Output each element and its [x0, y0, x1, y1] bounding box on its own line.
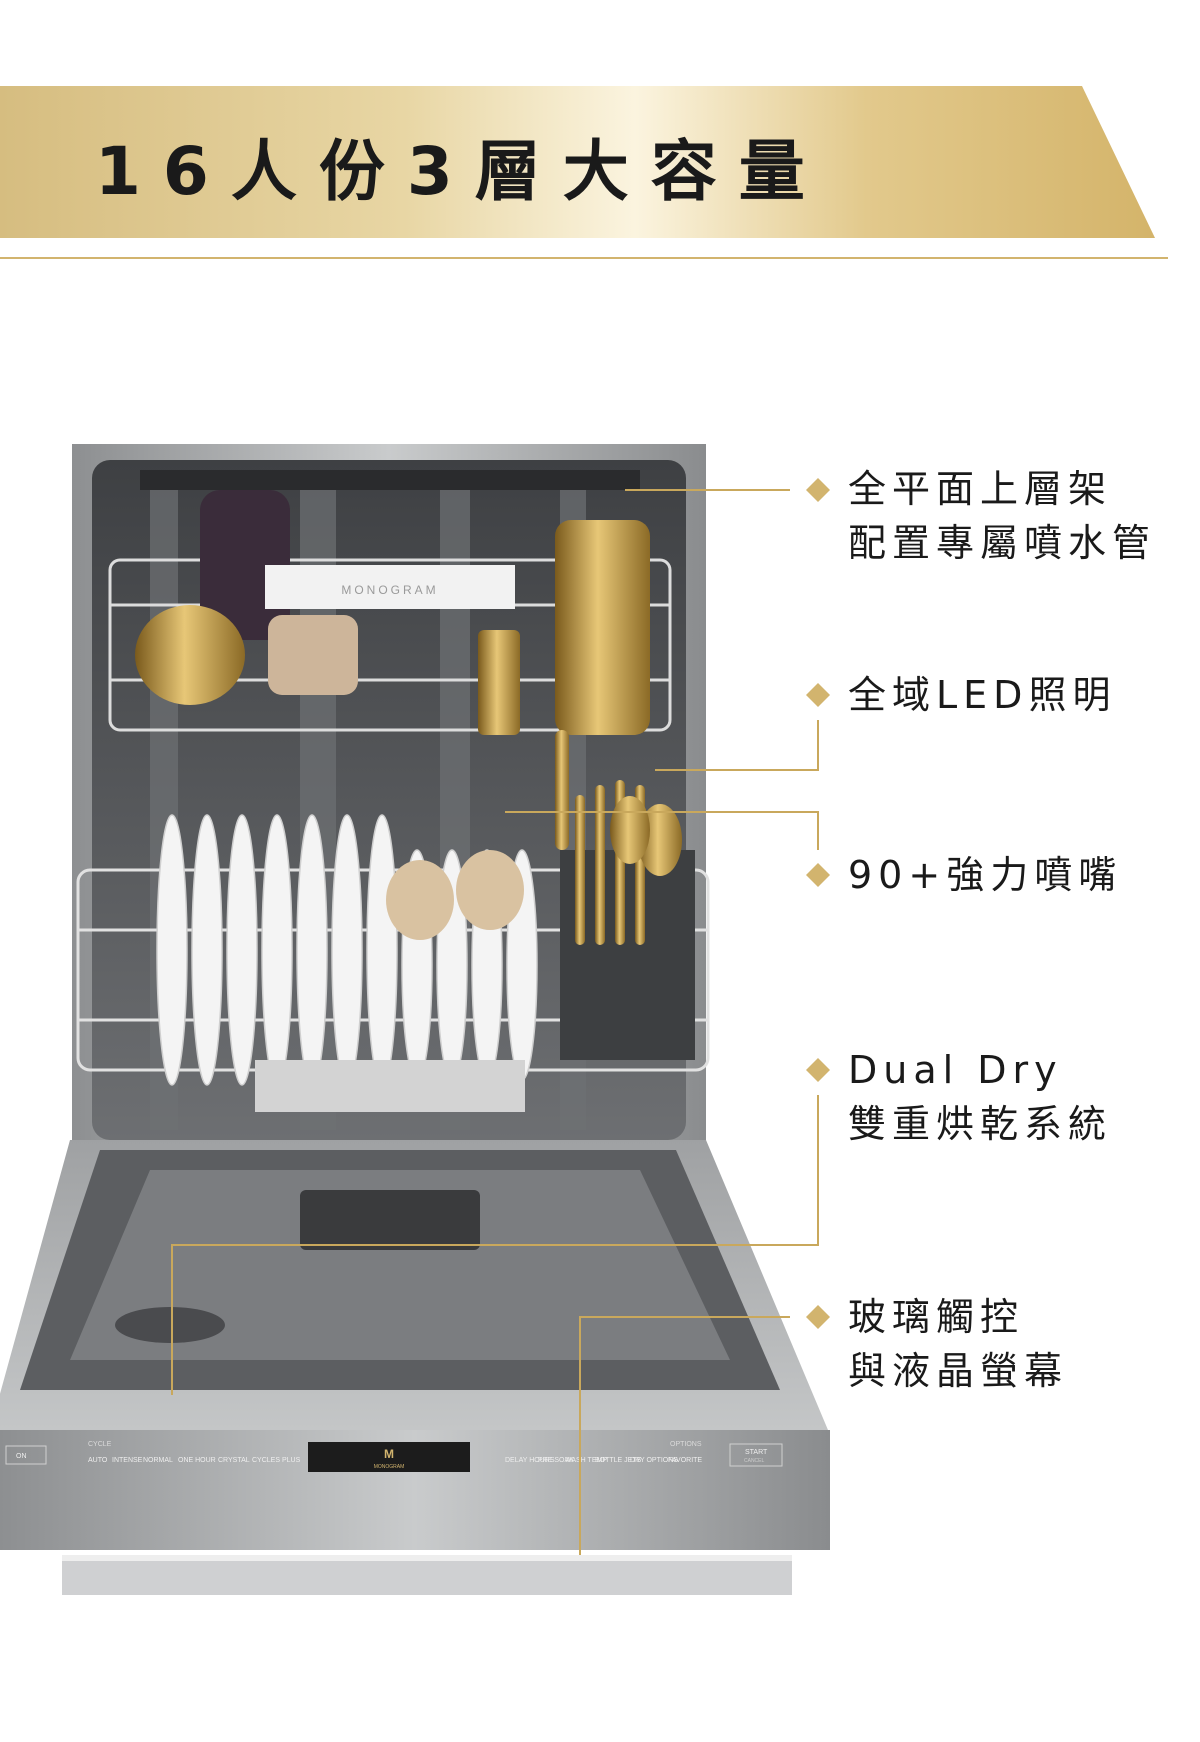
cancel-label[interactable]: CANCEL: [744, 1458, 765, 1464]
bowl: [456, 850, 524, 930]
detergent-dispenser: [300, 1190, 480, 1250]
cup: [268, 615, 358, 695]
display-brand: MONOGRAM: [374, 1464, 405, 1470]
rack-brand-plate: [265, 565, 515, 609]
feature-upper-rack: 全平面上層架 配置專屬噴水管: [848, 462, 1156, 570]
cycle-header: CYCLE: [88, 1441, 112, 1448]
feature-line: 全域LED照明: [848, 673, 1117, 717]
kick-plate: [62, 1555, 792, 1595]
bowl: [386, 860, 454, 940]
option-pre-soak[interactable]: PRE SOAK: [538, 1457, 574, 1464]
cycle-auto[interactable]: AUTO: [88, 1457, 108, 1464]
option-favorite[interactable]: FAVORITE: [668, 1457, 702, 1464]
title-banner: 16人份3層大容量: [0, 0, 1200, 260]
cycle-cycles-plus[interactable]: CYCLES PLUS: [252, 1457, 301, 1464]
feature-spray-jets: 90+強力噴嘴: [848, 848, 1122, 902]
feature-line: 雙重烘乾系統: [848, 1102, 1113, 1146]
options-header: OPTIONS: [670, 1441, 702, 1448]
banner-background: [0, 86, 1168, 259]
feature-dual-dry: Dual Dry 雙重烘乾系統: [848, 1043, 1112, 1151]
rack-brand-text: MONOGRAM: [341, 583, 438, 597]
cycle-crystal[interactable]: CRYSTAL: [218, 1457, 250, 1464]
option-delay-hours[interactable]: DELAY HOURS: [505, 1457, 555, 1464]
feature-line: 全平面上層架: [848, 467, 1113, 511]
feature-led-lighting: 全域LED照明: [848, 668, 1116, 722]
brass-shaker: [555, 520, 650, 735]
feature-glass-touch: 玻璃觸控 與液晶螢幕: [848, 1290, 1068, 1398]
cycle-one-hour[interactable]: ONE HOUR: [178, 1457, 216, 1464]
dishwasher-illustration: MONOGRAM: [0, 430, 840, 1610]
banner-shape: [0, 86, 1155, 238]
brass-bowl: [135, 605, 245, 705]
filter: [115, 1307, 225, 1343]
feature-line: 與液晶螢幕: [848, 1349, 1069, 1393]
page-title: 16人份3層大容量: [95, 133, 827, 210]
jigger: [478, 630, 520, 735]
power-button-label[interactable]: ON: [16, 1453, 27, 1460]
lower-rack-handle: [255, 1060, 525, 1112]
cycle-intense[interactable]: INTENSE: [112, 1457, 143, 1464]
top-rack: [140, 470, 640, 490]
display-logo: M: [384, 1447, 394, 1461]
cycle-normal[interactable]: NORMAL: [143, 1457, 173, 1464]
lcd-display: [308, 1442, 470, 1472]
feature-line: 配置專屬噴水管: [848, 521, 1157, 565]
feature-line: Dual Dry: [848, 1048, 1063, 1092]
dishwasher-image: MONOGRAM: [0, 444, 830, 1595]
start-label[interactable]: START: [745, 1449, 768, 1456]
feature-line: 90+強力噴嘴: [848, 853, 1123, 897]
feature-line: 玻璃觸控: [848, 1295, 1025, 1339]
